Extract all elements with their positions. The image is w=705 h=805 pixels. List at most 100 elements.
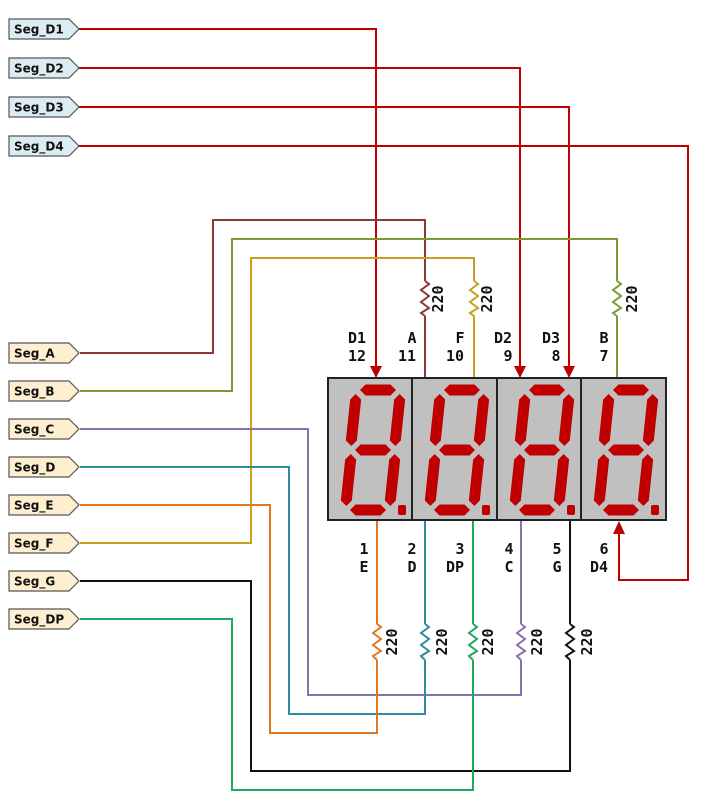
wire-seg-a (80, 219, 426, 354)
resistor-f (468, 280, 480, 317)
pin-num-9: 9 (503, 347, 512, 365)
segment-g (608, 444, 644, 456)
pin-name-e: E (359, 558, 368, 576)
segment-g (355, 444, 391, 456)
digit-4 (593, 384, 659, 516)
port-seg-a-label: Seg_A (14, 347, 55, 362)
resistor-g (564, 623, 576, 661)
digit-2 (424, 384, 490, 516)
resistor-e (371, 623, 383, 661)
wire-seg-f (80, 257, 475, 544)
port-seg-d-label: Seg_D (14, 461, 55, 476)
segment-a (613, 384, 649, 396)
pin-num-12: 12 (348, 347, 366, 365)
segment-b (642, 394, 659, 446)
segment-dp (482, 505, 490, 515)
seven-segment-display (327, 377, 667, 521)
port-seg-b-label: Seg_B (14, 385, 55, 400)
segment-d (350, 504, 386, 516)
segment-c (384, 454, 401, 506)
resistor-d-value: 220 (433, 628, 451, 655)
wire-seg-dp (80, 618, 474, 791)
arrow-d2 (514, 366, 526, 378)
pin-name-d4: D4 (590, 558, 608, 576)
pin-name-f: F (455, 329, 464, 347)
port-seg-g: Seg_G (8, 570, 80, 592)
segment-b (473, 394, 490, 446)
segment-b (389, 394, 406, 446)
segment-c (637, 454, 654, 506)
segment-f (598, 394, 615, 446)
resistor-b-value: 220 (623, 285, 641, 312)
pin-num-8: 8 (551, 347, 560, 365)
port-seg-f: Seg_F (8, 532, 80, 554)
wire-seg-d4 (78, 145, 689, 581)
pin-name-dp: DP (446, 558, 464, 576)
segment-g (439, 444, 475, 456)
pin-name-c: C (504, 558, 513, 576)
port-seg-b: Seg_B (8, 380, 80, 402)
wire-seg-e (80, 504, 378, 734)
segment-b (558, 394, 575, 446)
pin-num-11: 11 (398, 347, 416, 365)
segment-e (340, 454, 357, 506)
resistor-dp-value: 220 (479, 628, 497, 655)
port-seg-d1-label: Seg_D1 (14, 23, 64, 38)
segment-e (509, 454, 526, 506)
segment-c (553, 454, 570, 506)
port-seg-d2-label: Seg_D2 (14, 62, 64, 77)
segment-d (434, 504, 470, 516)
port-seg-e-label: Seg_E (14, 499, 54, 514)
segment-dp (651, 505, 659, 515)
resistor-c-value: 220 (528, 628, 546, 655)
arrow-d3 (563, 366, 575, 378)
resistor-a (419, 280, 431, 317)
port-seg-d4: Seg_D4 (8, 135, 80, 157)
wire-seg-d (80, 466, 426, 715)
segment-e (424, 454, 441, 506)
segment-a (529, 384, 565, 396)
segment-f (345, 394, 362, 446)
port-seg-d2: Seg_D2 (8, 57, 80, 79)
segment-dp (398, 505, 406, 515)
segment-dp (567, 505, 575, 515)
wire-seg-b (80, 238, 618, 392)
wire-seg-g (80, 580, 571, 772)
pin-name-b: B (599, 329, 608, 347)
resistor-a-value: 220 (429, 285, 447, 312)
segment-g (524, 444, 560, 456)
port-seg-d1: Seg_D1 (8, 18, 80, 40)
resistor-b (611, 280, 623, 317)
segment-f (514, 394, 531, 446)
pin-name-g: G (552, 558, 561, 576)
arrow-d1 (370, 366, 382, 378)
resistor-c (515, 623, 527, 661)
port-seg-g-label: Seg_G (14, 575, 55, 590)
pin-num-1: 1 (359, 540, 368, 558)
pin-num-10: 10 (446, 347, 464, 365)
resistor-e-value: 220 (383, 628, 401, 655)
pin-name-d1: D1 (348, 329, 366, 347)
arrow-d4 (613, 521, 625, 534)
port-seg-d3-label: Seg_D3 (14, 101, 64, 116)
resistor-d (419, 623, 431, 661)
wire-seg-c (80, 428, 522, 696)
port-seg-c-label: Seg_C (14, 423, 54, 438)
port-seg-dp: Seg_DP (8, 608, 80, 630)
digit-3 (509, 384, 575, 516)
port-seg-a: Seg_A (8, 342, 80, 364)
pin-num-6: 6 (599, 540, 608, 558)
wire-seg-d2 (78, 67, 521, 368)
wire-seg-d3 (78, 106, 570, 368)
port-seg-d3: Seg_D3 (8, 96, 80, 118)
wire-seg-d1 (78, 28, 377, 368)
pin-num-2: 2 (407, 540, 416, 558)
pin-num-5: 5 (552, 540, 561, 558)
pin-name-a: A (407, 329, 416, 347)
segment-f (429, 394, 446, 446)
port-seg-f-label: Seg_F (14, 537, 54, 552)
pin-name-d: D (407, 558, 416, 576)
segment-d (519, 504, 555, 516)
segment-e (593, 454, 610, 506)
